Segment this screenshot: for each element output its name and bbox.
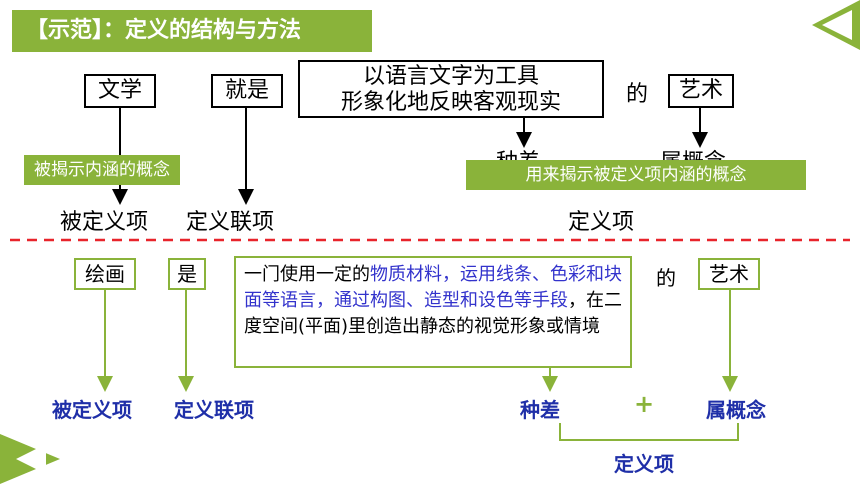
genus-box: 艺术 [668,74,734,108]
definition-text-1: 一门使用一定的 [244,264,370,285]
term-box-bottom: 绘画 [74,258,136,290]
defining-term-bottom: 定义项 [614,452,674,476]
bracket [559,423,739,441]
defined-term-label: 被定义项 [60,210,149,235]
definition-box: 一门使用一定的物质材料，运用线条、色彩和块面等语言，通过构图、造型和设色等手段，… [234,256,632,368]
slide-title: 【示范】：定义的结构与方法 [12,10,372,52]
defining-term-label: 定义项 [568,210,635,235]
differentia-line-2: 形象化地反映客观现实 [340,90,561,115]
de-word-bottom: 的 [656,266,676,290]
connective-bottom: 定义联项 [174,398,254,422]
species-diff-bottom: 种差 [520,398,560,422]
differentia-box: 以语言文字为工具 形象化地反映客观现实 [298,60,604,118]
definition-highlight: 物质材料，运用线条、色彩和块面等语言，通过构图、造型和设色等手段 [244,264,622,311]
connective-label: 定义联项 [186,210,275,235]
genus-box-bottom: 艺术 [698,258,760,290]
term-box: 文学 [84,74,156,108]
copula-box: 就是 [211,74,283,108]
de-word: 的 [626,82,649,107]
definition-text-2: ，在二度空间(平面)里创造出静态的视觉形象或情境 [244,290,622,337]
differentia-line-1: 以语言文字为工具 [362,64,539,89]
plus-sign: + [634,390,655,418]
copula-box-bottom: 是 [168,258,206,290]
genus-concept-bottom: 属概念 [706,398,766,422]
defined-term-bottom: 被定义项 [52,398,132,422]
defining-concept-tag: 用来揭示被定义项内涵的概念 [466,160,806,190]
defined-concept-tag: 被揭示内涵的概念 [24,155,180,185]
